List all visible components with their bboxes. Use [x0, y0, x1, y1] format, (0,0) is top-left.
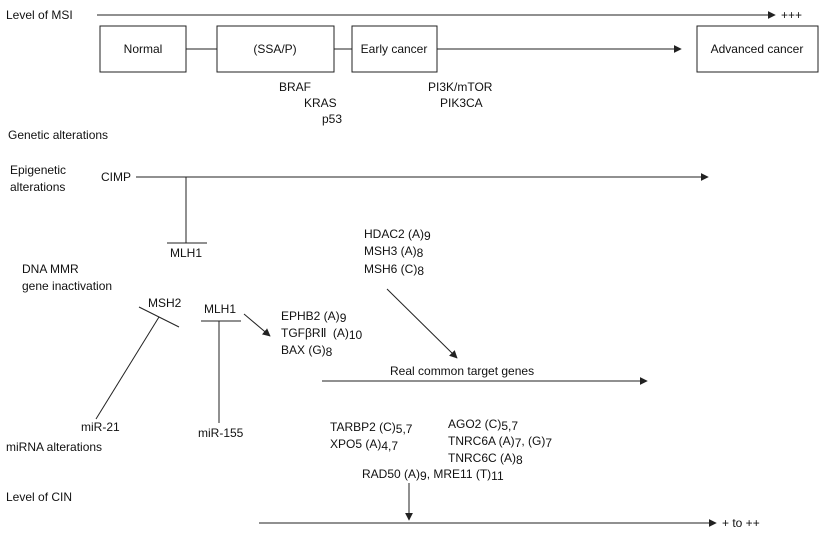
tnrc6a-name: TNRC6A (A) — [448, 434, 515, 448]
stage-ssa-label: (SSA/P) — [253, 42, 296, 56]
target-gene-xpo5: XPO5 (A)4,7 — [330, 437, 398, 453]
xpo5-name: XPO5 (A) — [330, 437, 381, 451]
rad50-name: RAD50 (A) — [362, 467, 420, 481]
tarbp2-name: TARBP2 (C) — [330, 420, 396, 434]
stage-advanced-label: Advanced cancer — [711, 42, 804, 56]
rad50-mid: , MRE11 (T) — [427, 467, 491, 481]
target-gene-tgfbr2: TGFβRⅡ (A)10 — [281, 326, 363, 342]
real-common-target-label: Real common target genes — [390, 364, 534, 378]
msh3-name: MSH3 (A) — [364, 244, 417, 258]
tgfbr2-allele: (A) — [329, 326, 348, 340]
target-gene-hdac2: HDAC2 (A)9 — [364, 227, 431, 243]
msi-level-end-label: +++ — [781, 8, 802, 22]
mir21-label: miR-21 — [81, 420, 120, 434]
tgfbr2-pre: TGF — [281, 326, 305, 340]
target-gene-tnrc6a: TNRC6A (A)7, (G)7 — [448, 434, 552, 450]
gene-p53: p53 — [322, 112, 342, 126]
tgfbr2-beta: β — [305, 326, 312, 340]
ago2-sub: 5,7 — [501, 419, 518, 433]
rad50-sub2: 11 — [491, 469, 504, 483]
stage-early-label: Early cancer — [361, 42, 428, 56]
target-gene-msh3: MSH3 (A)8 — [364, 244, 424, 260]
hdac2-name: HDAC2 (A) — [364, 227, 424, 241]
gene-pik3ca: PIK3CA — [440, 96, 483, 110]
gene-msh2: MSH2 — [148, 296, 182, 310]
target-gene-bax: BAX (G)8 — [281, 343, 333, 359]
tnrc6a-sub1: 7 — [515, 436, 522, 450]
gene-braf: BRAF — [279, 80, 311, 94]
msh3-sub: 8 — [417, 246, 424, 260]
stage-ssa-box — [216, 25, 335, 73]
tgfbr2-roman: Ⅱ — [321, 326, 327, 340]
target-gene-msh6: MSH6 (C)8 — [364, 262, 424, 278]
target-gene-ephb2: EPHB2 (A)9 — [281, 309, 347, 325]
ephb2-sub: 9 — [340, 311, 347, 325]
arrow-mlh1-to-targets — [243, 313, 271, 337]
ephb2-name: EPHB2 (A) — [281, 309, 340, 323]
tgfbr2-sub: 10 — [349, 328, 363, 342]
mirna-alterations-label: miRNA alterations — [6, 440, 102, 454]
target-gene-tarbp2: TARBP2 (C)5,7 — [330, 420, 413, 436]
cimp-label: CIMP — [101, 170, 131, 184]
tarbp2-sub: 5,7 — [396, 422, 413, 436]
target-gene-tnrc6c: TNRC6C (A)8 — [448, 451, 523, 467]
xpo5-sub: 4,7 — [381, 439, 398, 453]
bax-name: BAX (G) — [281, 343, 326, 357]
ago2-name: AGO2 (C) — [448, 417, 501, 431]
epigenetic-label-line1: Epigenetic — [10, 163, 66, 177]
mir155-label: miR-155 — [198, 426, 244, 440]
arrow-to-common-targets — [386, 288, 458, 359]
gene-mlh1-mid: MLH1 — [204, 302, 236, 316]
cin-level-end-label: + to ++ — [722, 516, 760, 530]
msh6-sub: 8 — [417, 264, 424, 278]
dna-mmr-label-line1: DNA MMR — [22, 262, 79, 276]
gene-pi3k-mtor: PI3K/mTOR — [428, 80, 493, 94]
dna-mmr-label-line2: gene inactivation — [22, 279, 112, 293]
target-gene-rad50-mre11: RAD50 (A)9, MRE11 (T)11 — [362, 467, 504, 483]
stage-normal-label: Normal — [124, 42, 163, 56]
tnrc6c-name: TNRC6C (A) — [448, 451, 516, 465]
genetic-alterations-label: Genetic alterations — [8, 128, 108, 142]
cin-level-label: Level of CIN — [6, 490, 72, 504]
hdac2-sub: 9 — [424, 229, 431, 243]
tnrc6c-sub: 8 — [516, 453, 523, 467]
tgfbr2-post: R — [312, 326, 321, 340]
mir21-msh2-inhibition-line — [95, 316, 160, 420]
msi-level-label: Level of MSI — [6, 8, 73, 22]
tnrc6a-sub2: 7 — [545, 436, 552, 450]
target-gene-ago2: AGO2 (C)5,7 — [448, 417, 518, 433]
bax-sub: 8 — [326, 345, 333, 359]
rad50-sub1: 9 — [420, 469, 427, 483]
gene-mlh1-top: MLH1 — [170, 246, 202, 260]
epigenetic-label-line2: alterations — [10, 180, 65, 194]
tnrc6a-mid: , (G) — [521, 434, 545, 448]
msh6-name: MSH6 (C) — [364, 262, 417, 276]
stage-early-box — [351, 25, 438, 73]
gene-kras: KRAS — [304, 96, 337, 110]
stage-advanced-box — [696, 25, 819, 73]
